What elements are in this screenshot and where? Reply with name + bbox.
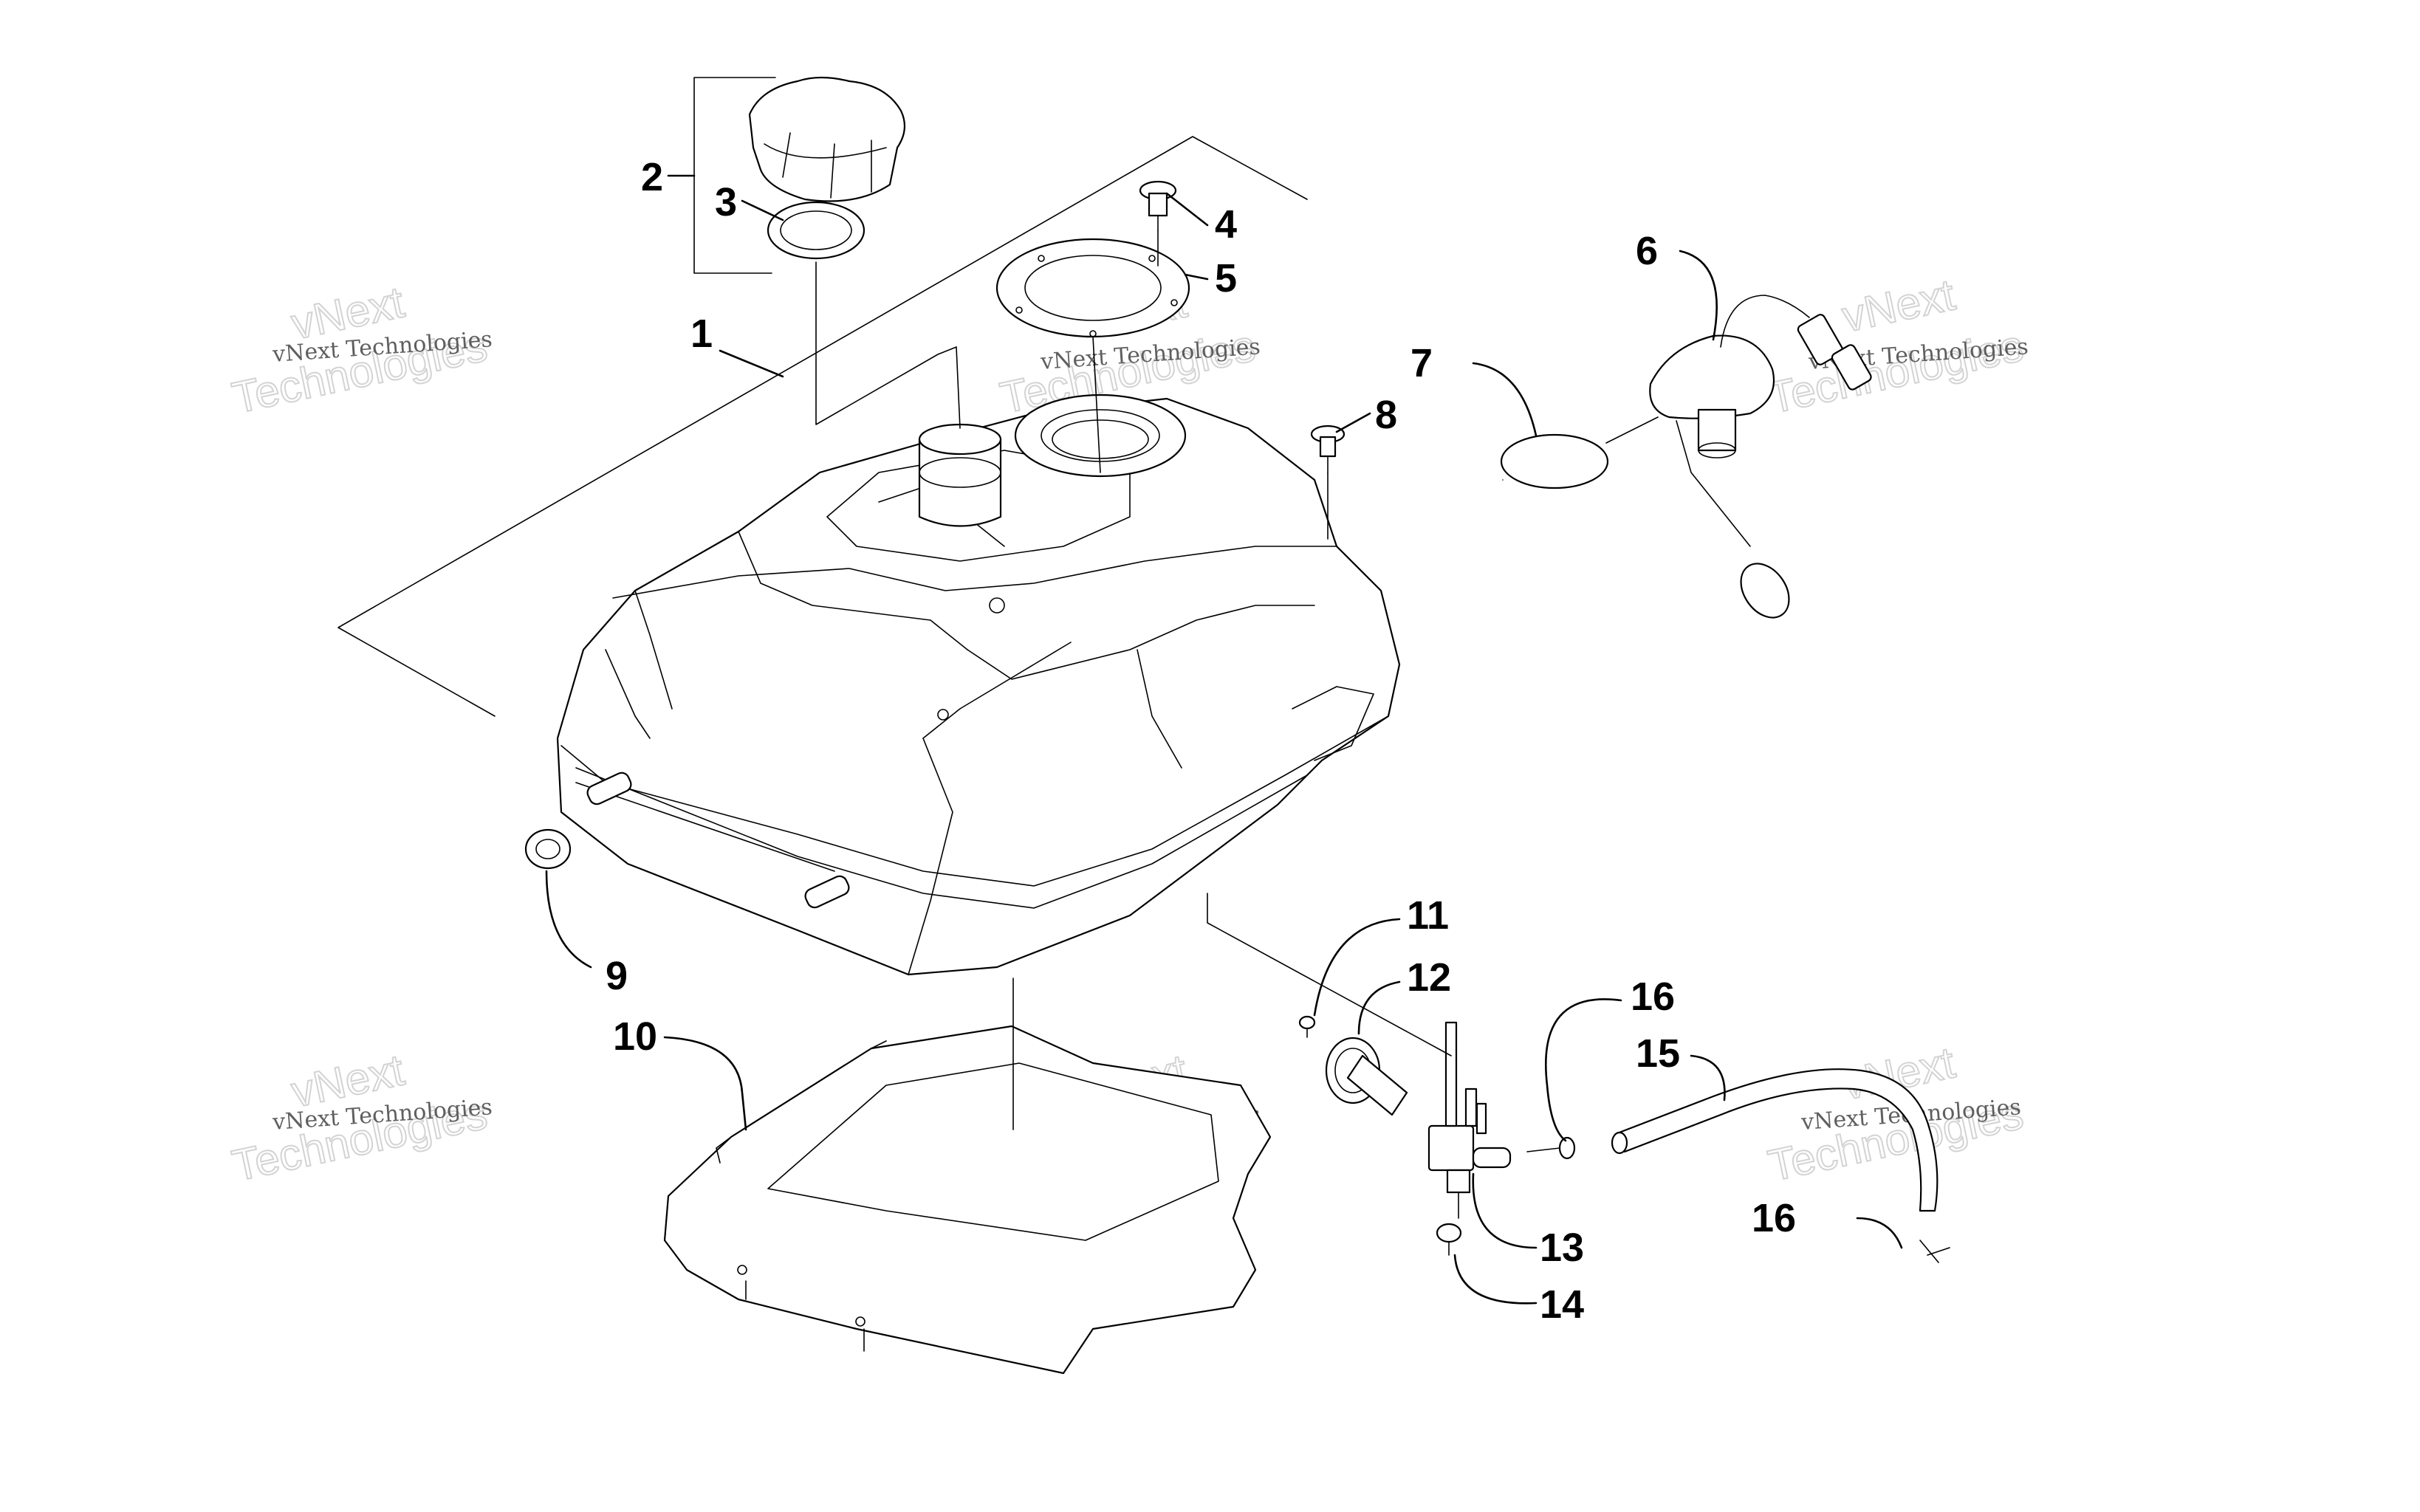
fuel-valve (1427, 1021, 1512, 1219)
callout-5: 5 (1215, 256, 1237, 300)
callout-8: 8 (1375, 393, 1397, 437)
callout-16-lower: 16 (1752, 1196, 1796, 1240)
assembly-outline (337, 136, 1308, 717)
hose-clamp-upper (1526, 1136, 1576, 1160)
callout-14: 14 (1540, 1282, 1584, 1327)
callout-3: 3 (715, 180, 737, 224)
mounting-flange (995, 238, 1190, 338)
watermark-top-left: vNext Technologies vNext Technologies (227, 276, 493, 423)
watermark-bottom-left: vNext Technologies vNext Technologies (227, 1044, 493, 1191)
screw-11 (1298, 1015, 1316, 1038)
callout-1: 1 (690, 312, 713, 356)
fuel-hose (1611, 1068, 1939, 1212)
skid-plate (663, 1025, 1272, 1375)
callout-16-upper: 16 (1631, 975, 1675, 1019)
grommet (524, 828, 572, 870)
callout-9: 9 (606, 954, 628, 998)
callout-10: 10 (613, 1014, 657, 1059)
screw-14 (1436, 1223, 1462, 1256)
callout-13: 13 (1540, 1226, 1584, 1270)
pump-opening (1014, 394, 1187, 478)
fuel-pump-sender (1649, 295, 1872, 619)
callout-6: 6 (1636, 229, 1658, 273)
callout-2: 2 (641, 155, 663, 199)
callout-12: 12 (1407, 955, 1451, 1000)
callout-7: 7 (1410, 341, 1433, 385)
watermark-bottom-right: vNext Technologies vNext Technologies (1763, 1037, 2029, 1191)
filler-neck (918, 423, 1002, 527)
watermark-top-right: vNext Technologies vNext Technologies (1763, 269, 2029, 423)
screw-8 (1310, 425, 1346, 473)
watermark-line1: vNext (1838, 269, 1959, 341)
callout-4: 4 (1215, 202, 1237, 247)
screw-4 (1139, 180, 1177, 231)
pump-o-ring (1500, 433, 1609, 489)
callout-15: 15 (1636, 1031, 1680, 1076)
fuel-cap (748, 76, 906, 202)
fuel-tank (556, 397, 1401, 976)
valve-filter (1325, 1037, 1408, 1116)
callout-labels: 1 2 3 4 5 6 7 8 9 10 11 12 13 14 15 16 1… (606, 155, 1796, 1327)
callout-11: 11 (1407, 893, 1449, 938)
hose-clamp-lower (1919, 1240, 1950, 1263)
leader-lines (545, 77, 1903, 1305)
cap-gasket (767, 201, 865, 260)
